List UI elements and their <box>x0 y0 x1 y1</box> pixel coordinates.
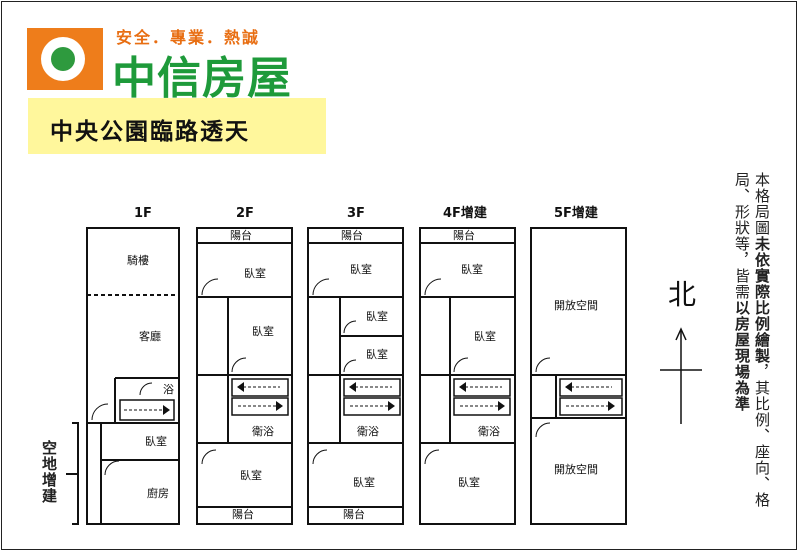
room-label: 客廳 <box>139 329 161 343</box>
floor-label-2f: 2F <box>236 206 254 221</box>
floor-label-5f: 5F增建 <box>554 205 598 221</box>
room-label: 開放空間 <box>554 298 598 312</box>
room-label: 開放空間 <box>554 462 598 476</box>
floor-5f: 開放空間 開放空間 <box>530 227 627 525</box>
brand-logo-icon <box>27 28 103 90</box>
side-bracket <box>66 422 79 525</box>
room-label: 陽台 <box>343 507 365 521</box>
floor-2f: 陽台 臥室 臥室 衛浴 臥室 陽台 <box>196 227 293 525</box>
room-label: 臥室 <box>474 329 496 343</box>
note-text: 向、格局、形狀等，皆需 <box>733 172 771 508</box>
room-label: 陽台 <box>341 228 363 242</box>
room-label: 陽台 <box>453 228 475 242</box>
room-label: 衛浴 <box>252 425 274 438</box>
note-emphasis: 未依實際比例繪製 <box>753 236 771 364</box>
title-banner: 中央公園臨路透天 <box>28 98 326 154</box>
room-label: 騎樓 <box>127 253 149 267</box>
room-label: 廚房 <box>147 486 169 500</box>
floor-label-4f: 4F增建 <box>443 205 487 221</box>
room-label: 陽台 <box>232 507 254 521</box>
room-label: 臥室 <box>145 434 167 448</box>
brand-name: 中信房屋 <box>112 53 292 104</box>
room-label: 臥室 <box>461 262 483 276</box>
room-label: 臥室 <box>366 347 388 361</box>
floor-4f: 陽台 臥室 臥室 衛浴 臥室 <box>419 227 516 525</box>
north-label: 北 <box>668 278 696 311</box>
disclaimer-note: 本格局圖未依實際比例繪製，其比例、座向、格局、形狀等，皆需以房屋現場為準 <box>728 172 772 512</box>
room-label: 臥室 <box>240 468 262 482</box>
floor-3f: 陽台 臥室 臥室 臥室 衛浴 臥室 陽台 <box>307 227 404 525</box>
room-label: 臥室 <box>458 475 480 489</box>
floor-1f: 騎樓 客廳 浴 臥室 廚房 <box>86 227 180 525</box>
room-label: 陽台 <box>230 228 252 242</box>
room-label: 臥室 <box>244 266 266 280</box>
floor-label-3f: 3F <box>347 206 365 221</box>
note-text: 本格局圖 <box>753 172 771 236</box>
room-label: 臥室 <box>353 475 375 489</box>
page-title: 中央公園臨路透天 <box>50 119 250 145</box>
room-label: 衛浴 <box>357 425 379 438</box>
note-text: ，其比例、座 <box>753 364 771 460</box>
room-label: 臥室 <box>366 309 388 323</box>
side-label: 空地增建 <box>40 440 58 504</box>
note-emphasis: 以房屋現場為準 <box>733 300 751 412</box>
room-label: 浴 <box>163 383 174 396</box>
floor-label-1f: 1F <box>134 206 152 221</box>
room-label: 臥室 <box>350 262 372 276</box>
room-label: 臥室 <box>252 324 274 338</box>
room-label: 衛浴 <box>478 425 500 438</box>
north-arrow-icon <box>660 327 702 424</box>
brand-slogan: 安全．專業．熱誠 <box>116 28 261 47</box>
